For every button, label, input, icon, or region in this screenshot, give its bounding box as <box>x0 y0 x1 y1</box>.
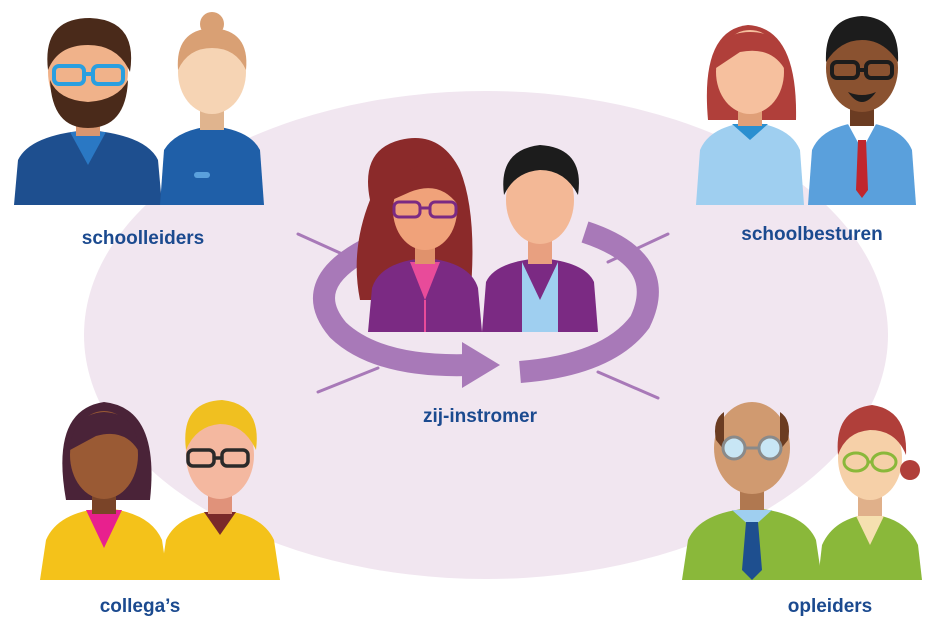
schoolleider-woman <box>160 12 264 205</box>
opleider-woman <box>818 405 922 580</box>
schoolbestuur-glasses-icon <box>830 60 894 80</box>
label-schoolbesturen: schoolbesturen <box>741 224 883 245</box>
group-bottom-right-people <box>682 402 922 580</box>
cycle-arrow <box>313 221 659 388</box>
background-ellipse <box>84 91 888 579</box>
cycle-arrow-head <box>462 342 500 388</box>
connector-bottom-right <box>596 370 660 400</box>
label-zij-instromer: zij-instromer <box>422 406 538 427</box>
schoolleider-glasses-icon <box>52 64 125 86</box>
collega-woman <box>40 402 168 580</box>
collega-man <box>160 400 280 580</box>
opleider-glasses-icon <box>721 435 783 461</box>
collega-glasses-icon <box>186 448 250 468</box>
center-woman <box>356 138 482 332</box>
opleider-man <box>682 402 822 580</box>
schoolbestuur-man <box>808 16 916 205</box>
schoolleider-man <box>14 18 162 205</box>
center-woman-glasses-icon <box>392 200 458 219</box>
connector-bottom-left <box>316 366 380 394</box>
opleider-glasses-green-icon <box>842 451 898 473</box>
group-top-right-people <box>696 16 916 205</box>
cycle-arrow-left <box>313 240 471 377</box>
group-top-left-people <box>14 12 264 205</box>
cycle-arrow-right <box>519 221 659 383</box>
center-people <box>356 138 598 332</box>
label-collegas: collega’s <box>99 596 181 617</box>
group-bottom-left-people <box>40 400 280 580</box>
center-man <box>482 145 598 332</box>
label-opleiders: opleiders <box>787 596 873 617</box>
label-schoolleiders: schoolleiders <box>81 228 205 249</box>
schoolbestuur-woman <box>696 25 804 205</box>
